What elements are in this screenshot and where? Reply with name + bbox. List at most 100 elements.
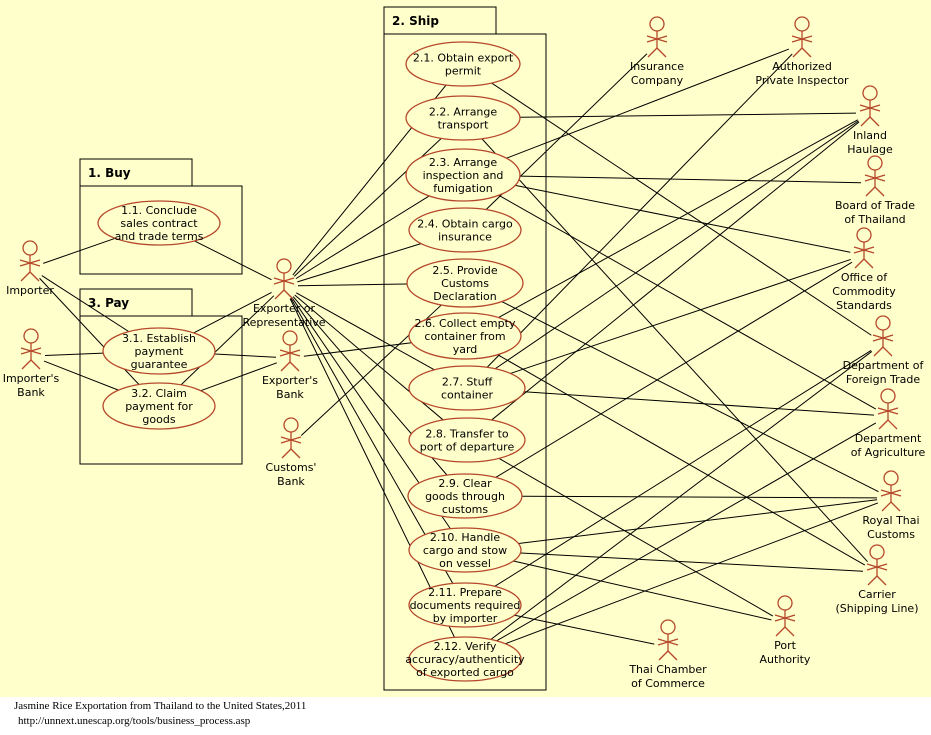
association-line — [494, 350, 872, 587]
association-line — [180, 295, 275, 386]
association-line — [494, 120, 859, 370]
actor-label: Haulage — [847, 143, 893, 156]
use-case-label: yard — [453, 343, 478, 356]
actor-importer[interactable]: Importer — [6, 240, 54, 297]
association-line — [43, 237, 116, 264]
association-line — [520, 552, 864, 572]
use-case-label: 2.12. Verify — [434, 640, 497, 653]
stick-figure-icon — [866, 544, 888, 586]
actor-label: (Shipping Line) — [836, 602, 919, 615]
actor-label: Office of — [841, 271, 888, 284]
stick-figure-icon — [20, 328, 42, 370]
caption-source: http://unnext.unescap.org/tools/business… — [18, 715, 251, 727]
actor-label: Bank — [277, 475, 305, 488]
use-case-ellipse — [102, 327, 216, 375]
association-line — [491, 121, 860, 421]
use-case-label: cargo and stow — [423, 544, 507, 557]
association-line — [44, 352, 104, 356]
use-case-ellipse — [408, 417, 526, 463]
stick-figure-icon — [853, 227, 875, 269]
use-case-ellipse — [407, 473, 523, 519]
association-line — [497, 354, 866, 566]
association-line — [295, 195, 430, 280]
association-line — [510, 258, 851, 374]
package-buy: 1. Buy — [79, 158, 243, 275]
use-case-label: payment for — [125, 400, 193, 413]
actor-label: Customs' — [266, 461, 317, 474]
stick-figure-icon — [19, 240, 41, 282]
actor-customs-bank[interactable]: Customs'Bank — [266, 417, 317, 488]
actor-label: Exporter or — [253, 302, 316, 315]
use-case-label: 2.6. Collect empty — [415, 317, 516, 330]
use-case-label: 2.8. Transfer to — [425, 428, 509, 441]
actor-carrier[interactable]: Carrier(Shipping Line) — [836, 544, 919, 615]
actor-label: of Commerce — [631, 677, 705, 690]
actor-label: Department of — [843, 359, 925, 372]
actor-label: Company — [631, 74, 684, 87]
use-case-label: container — [441, 389, 494, 402]
actor-label: Royal Thai — [862, 514, 919, 527]
actor-label: Authority — [760, 653, 811, 666]
use-case-label: Customs — [441, 277, 489, 290]
association-line — [496, 422, 877, 642]
association-line — [498, 194, 877, 410]
use-case-label: transport — [438, 119, 490, 132]
actor-label: Importer — [6, 284, 54, 297]
use-case-label: Declaration — [433, 290, 496, 303]
use-case-label: customs — [442, 503, 489, 516]
actor-label: Importer's — [3, 372, 60, 385]
use-case-label: 2.11. Prepare — [428, 586, 502, 599]
stick-figure-icon — [273, 258, 295, 300]
use-case-label: 2.7. Stuff — [442, 376, 493, 389]
actor-label: Authorized — [772, 60, 832, 73]
actor-label: Department — [855, 432, 922, 445]
use-case-label: documents required — [410, 599, 521, 612]
use-case-label: inspection and — [423, 169, 504, 182]
association-line — [501, 301, 879, 493]
actor-label: Port — [774, 639, 796, 652]
actor-label: Private Inspector — [755, 74, 849, 87]
use-case-label: goods — [142, 413, 175, 426]
package-title: 2. Ship — [392, 14, 439, 28]
package-pay: 3. Pay — [79, 288, 243, 465]
stick-figure-icon — [774, 595, 796, 637]
actor-label: Representative — [242, 316, 325, 329]
actor-label: Foreign Trade — [846, 373, 921, 386]
use-case-label: insurance — [438, 231, 492, 244]
stick-figure-icon — [872, 315, 894, 357]
use-case-label: goods through — [425, 490, 505, 503]
use-case-label: 1.1. Conclude — [121, 204, 197, 217]
association-line — [193, 292, 272, 334]
